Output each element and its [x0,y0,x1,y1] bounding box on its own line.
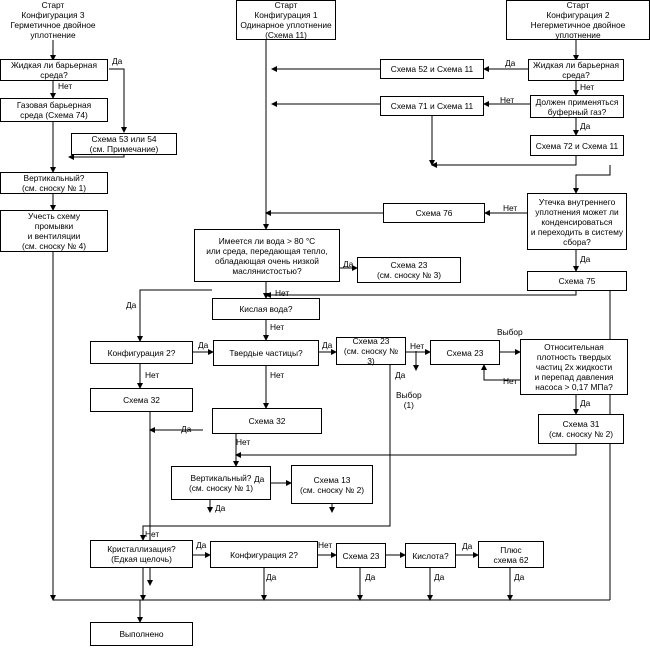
scheme23-bottom: Схема 23 [336,543,386,568]
acid-question: Кислота? [405,543,456,568]
plus-scheme62: Плюс схема 62 [478,541,544,568]
start-config2: Старт Конфигурация 2 Негерметичное двойн… [506,0,650,40]
branch-label-yes: Да [395,370,406,380]
crystallization-question: Кристаллизация? (Едкая щелочь) [90,540,193,568]
scheme32-left: Схема 32 [90,388,193,412]
config2-question-lower: Конфигурация 2? [210,541,318,568]
config2-question-upper: Конфигурация 2? [90,341,193,364]
scheme23-footnote3-mid: Схема 23 (см. сноску № 3) [336,336,406,366]
branch-label-choice-1: Выбор (1) [396,390,422,410]
branch-label-no: Нет [500,95,515,105]
inner-seal-leak-question: Утечка внутреннего уплотнения может ли к… [527,193,627,250]
branch-label-no: Нет [145,529,160,539]
branch-label-yes: Да [198,340,209,350]
scheme23-mid: Схема 23 [430,340,500,365]
start-config1: Старт Конфигурация 1 Одинарное уплотнени… [236,0,336,40]
vertical-question-footnote1-top: Вертикальный? (см. сноску № 1) [0,172,108,194]
branch-label-yes: Да [505,58,516,68]
acid-water-question: Кислая вода? [212,298,320,320]
branch-label-yes: Да [343,259,354,269]
branch-label-yes: Да [462,541,473,551]
branch-label-yes: Да [365,572,376,582]
start-config3: Старт Конфигурация 3 Герметичное двойное… [0,0,106,40]
branch-label-no: Нет [236,437,251,447]
hot-water-question: Имеется ли вода > 80 °С или среда, перед… [194,229,340,282]
scheme13: Схема 13 (см. сноску № 2) [291,465,373,504]
branch-label-yes: Да [196,540,207,550]
scheme32-center: Схема 32 [212,408,322,434]
branch-label-choice: Выбор [497,327,523,337]
scheme31: Схема 31 (см. сноску № 2) [538,414,624,444]
branch-label-yes: Да [112,56,123,66]
density-pressure-question: Относительная плотность твердых частиц 2… [520,339,628,395]
branch-label-no: Нет [145,370,160,380]
scheme76: Схема 76 [383,203,485,223]
done-box: Выполнено [90,622,193,646]
scheme23-footnote3-top: Схема 23 (см. сноску № 3) [357,257,461,283]
gas-barrier-scheme74: Газовая барьерная среда (Схема 74) [0,98,108,122]
flush-vent-scheme: Учесть схему промывки и вентиляции (см. … [0,210,108,252]
branch-label-no: Нет [275,288,290,298]
buffer-gas-question: Должен применяться буферный газ? [530,95,624,118]
liquid-barrier-question-right: Жидкая ли барьерная среда? [528,59,624,81]
scheme-53-or-54: Схема 53 или 54 (см. Примечание) [71,133,177,155]
branch-label-no: Нет [580,82,595,92]
branch-label-yes: Да [215,503,226,513]
branch-label-no: Нет [270,370,285,380]
branch-label-yes: Да [126,300,137,310]
branch-label-no: Нет [410,341,425,351]
branch-label-yes: Да [254,474,265,484]
branch-label-no: Нет [318,540,333,550]
scheme75: Схема 75 [527,271,627,291]
branch-label-no: Нет [503,203,518,213]
scheme71-and-11: Схема 71 и Схема 11 [380,96,484,116]
branch-label-yes: Да [580,398,591,408]
branch-label-no: Нет [503,376,518,386]
branch-label-no: Нет [58,81,73,91]
branch-label-yes: Да [434,572,445,582]
scheme72-and-11: Схема 72 и Схема 11 [530,135,624,156]
branch-label-yes: Да [181,424,192,434]
scheme52-and-11: Схема 52 и Схема 11 [380,59,484,79]
branch-label-yes: Да [266,572,277,582]
solids-question: Твердые частицы? [213,340,319,366]
branch-label-yes: Да [580,254,591,264]
liquid-barrier-question-left: Жидкая ли барьерная среда? [0,59,108,81]
branch-label-yes: Да [580,121,591,131]
branch-label-yes: Да [322,340,333,350]
branch-label-yes: Да [514,572,525,582]
vertical-question-footnote1-lower: Вертикальный? (см. сноску № 1) [171,466,271,500]
branch-label-no: Нет [270,322,285,332]
